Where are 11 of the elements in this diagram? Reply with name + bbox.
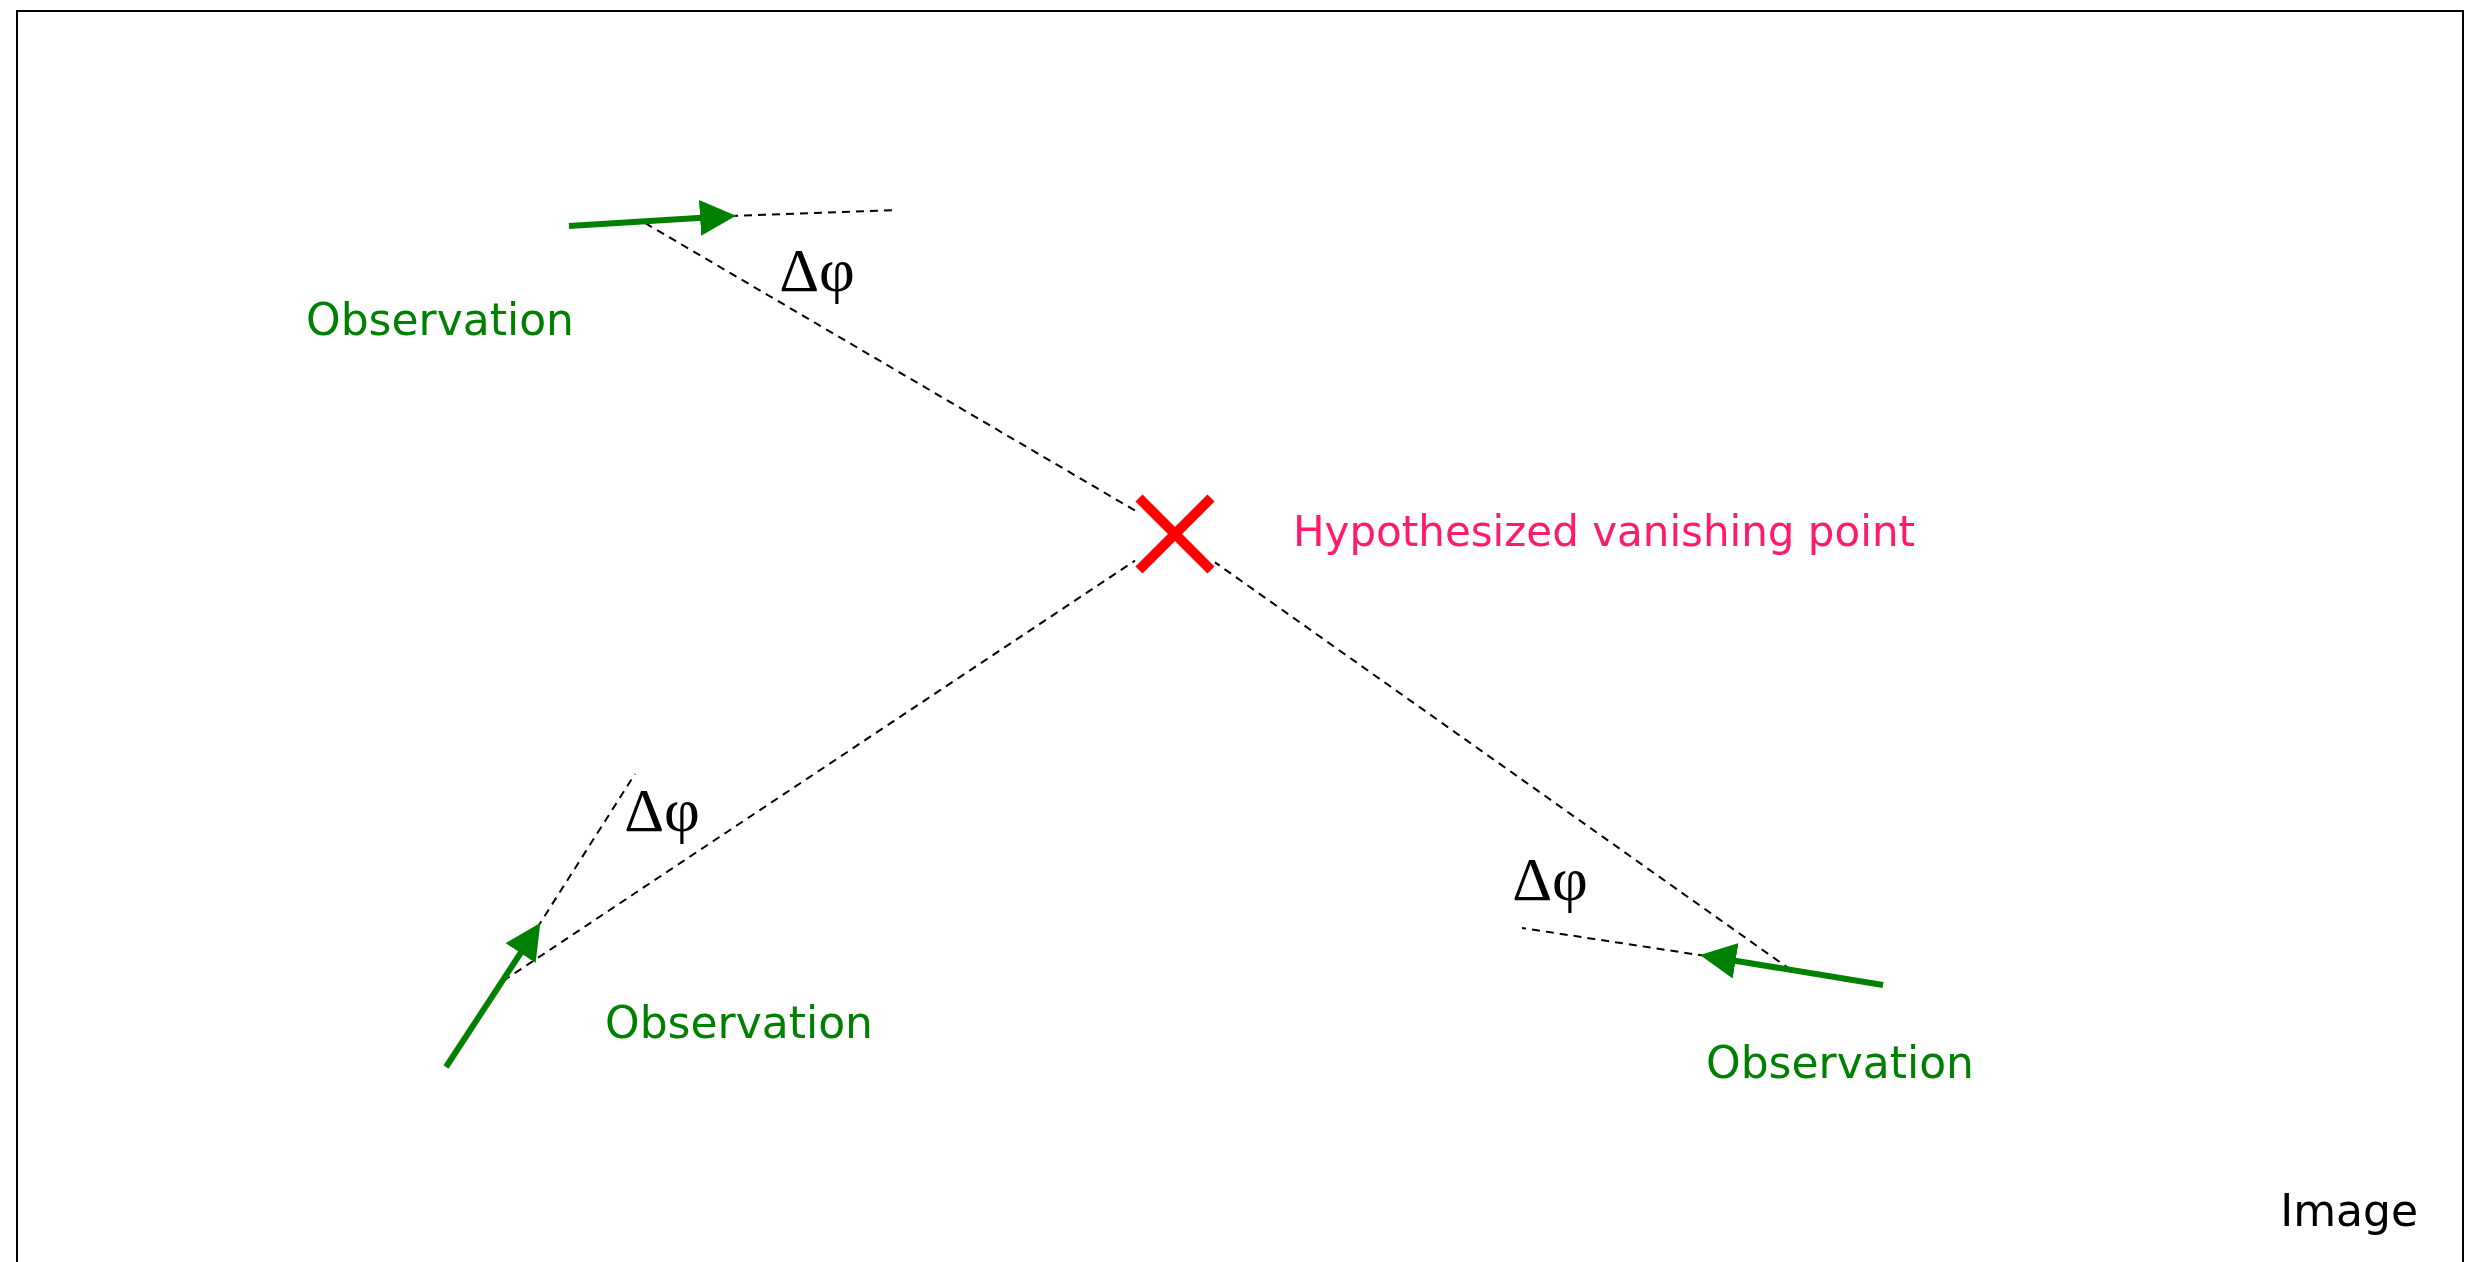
angle-label: Δφ — [1512, 843, 1588, 915]
angle-label: Δφ — [779, 234, 855, 306]
callout-text: Observation — [1706, 1036, 1974, 1088]
callout-text: Observation — [306, 293, 574, 345]
cross-mark — [1135, 494, 1215, 574]
dashed-line — [644, 222, 1136, 512]
frame-label: Image — [2280, 1185, 2418, 1236]
angle-label: Δφ — [624, 774, 700, 846]
callout-text: Hypothesized vanishing point — [1293, 506, 1915, 556]
image-frame — [16, 10, 2464, 1262]
callout-text: Observation — [605, 996, 873, 1048]
